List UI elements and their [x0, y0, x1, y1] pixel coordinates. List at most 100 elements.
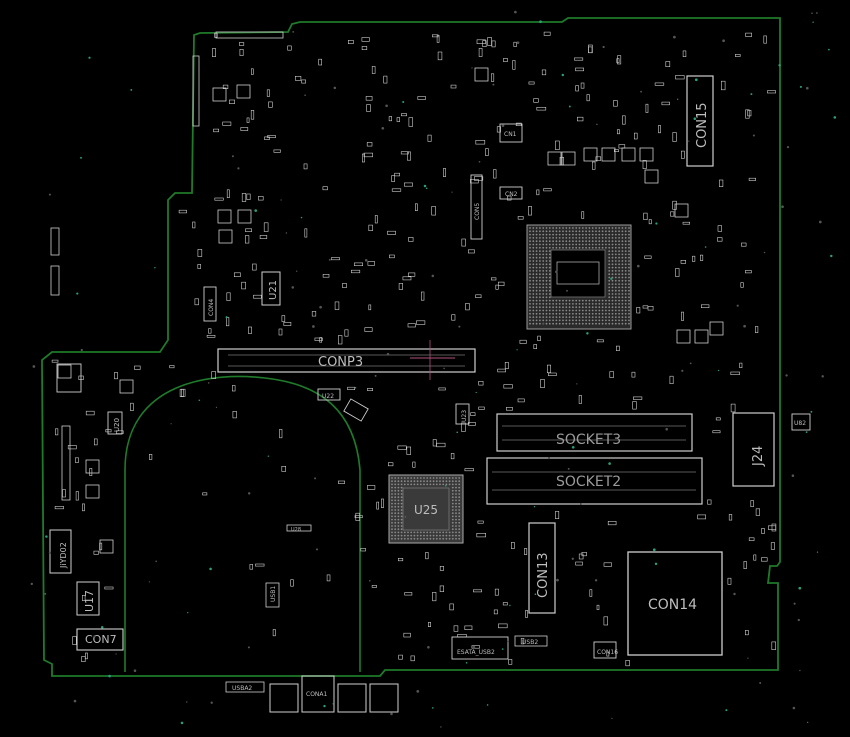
via — [725, 709, 728, 712]
passive-component — [381, 498, 384, 508]
bga-ball — [614, 303, 617, 305]
bga-ball — [400, 496, 403, 499]
bga-ball — [624, 253, 627, 256]
bga-ball — [539, 309, 541, 312]
via — [186, 701, 188, 703]
bga-ball — [532, 253, 535, 256]
via — [636, 264, 640, 268]
passive-component — [281, 315, 286, 322]
conp3-label: CONP3 — [318, 355, 363, 370]
bga-ball — [458, 477, 461, 479]
bga-ball — [578, 306, 581, 309]
passive-component — [596, 339, 604, 343]
via — [472, 645, 476, 649]
square-component — [639, 147, 654, 162]
passive-component — [669, 375, 674, 385]
bga-ball — [532, 230, 535, 233]
passive-component — [513, 41, 517, 47]
bga-ball — [595, 227, 597, 229]
passive-component — [596, 604, 600, 610]
bga-ball — [568, 316, 571, 318]
bga-ball — [451, 486, 454, 489]
bga-ball — [628, 293, 630, 295]
bga-ball — [545, 293, 548, 295]
bga-ball — [614, 240, 617, 243]
passive-component — [494, 588, 499, 596]
via — [821, 375, 824, 378]
bga-ball — [548, 243, 551, 246]
bga-ball — [410, 477, 413, 479]
bga-ball — [614, 289, 617, 292]
passive-component — [616, 58, 620, 64]
cona1-label: CONA1 — [306, 691, 328, 698]
bga-ball — [539, 263, 541, 266]
bga-ball — [608, 299, 611, 302]
bga-ball — [442, 531, 445, 534]
bga-ball — [539, 303, 541, 305]
bga-ball — [595, 306, 597, 309]
passive-component — [719, 179, 724, 187]
via — [752, 134, 755, 137]
bga-ball — [407, 480, 409, 483]
passive-component — [603, 562, 612, 567]
passive-component — [467, 249, 475, 254]
bga-ball — [455, 486, 457, 489]
bga-ball — [618, 256, 620, 259]
passive-component — [232, 385, 236, 392]
bga-ball — [628, 237, 630, 239]
bga-ball — [624, 237, 627, 239]
bga-ball — [558, 316, 561, 318]
bga-ball — [451, 518, 454, 521]
bga-ball — [614, 230, 617, 233]
j24-label: J24 — [751, 446, 766, 467]
bga-ball — [455, 525, 457, 527]
passive-component — [575, 85, 579, 92]
bga-ball — [535, 270, 538, 272]
passive-component — [213, 128, 219, 133]
bga-ball — [451, 489, 454, 492]
passive-component — [347, 386, 356, 391]
passive-component — [450, 453, 455, 460]
bga-ball — [618, 322, 620, 325]
bga-ball — [581, 306, 584, 309]
bga-ball — [542, 250, 545, 253]
passive-component — [404, 592, 413, 596]
via — [93, 635, 96, 638]
bga-ball — [611, 309, 614, 312]
bga-ball — [624, 322, 627, 325]
passive-component — [586, 94, 590, 102]
passive-component — [495, 284, 499, 290]
bga-ball — [608, 270, 611, 272]
bga-ball — [458, 512, 461, 515]
via — [514, 10, 517, 14]
via — [778, 64, 781, 67]
bga-ball — [400, 515, 403, 518]
bga-ball — [539, 312, 541, 315]
bga-ball — [442, 483, 445, 486]
square-component — [218, 229, 233, 244]
via — [516, 41, 520, 45]
bga-ball — [608, 303, 611, 305]
bga-ball — [628, 240, 630, 243]
bga-ball — [598, 233, 601, 236]
bga-ball — [588, 322, 591, 325]
bga-ball — [532, 263, 535, 266]
passive-component — [617, 55, 622, 65]
via — [602, 45, 605, 49]
passive-component — [457, 634, 467, 638]
bga-ball — [400, 477, 403, 479]
bga-ball — [572, 246, 574, 249]
bga-ball — [535, 293, 538, 295]
bga-ball — [455, 537, 457, 540]
passive-component — [543, 188, 552, 192]
passive-component — [82, 503, 85, 512]
bga-ball — [548, 273, 551, 276]
passive-component — [745, 32, 752, 37]
bga-ball — [397, 480, 400, 483]
via — [48, 193, 51, 196]
bga-ball — [552, 233, 554, 236]
bga-ball — [542, 270, 545, 272]
passive-component — [443, 168, 446, 177]
passive-component — [85, 652, 88, 660]
